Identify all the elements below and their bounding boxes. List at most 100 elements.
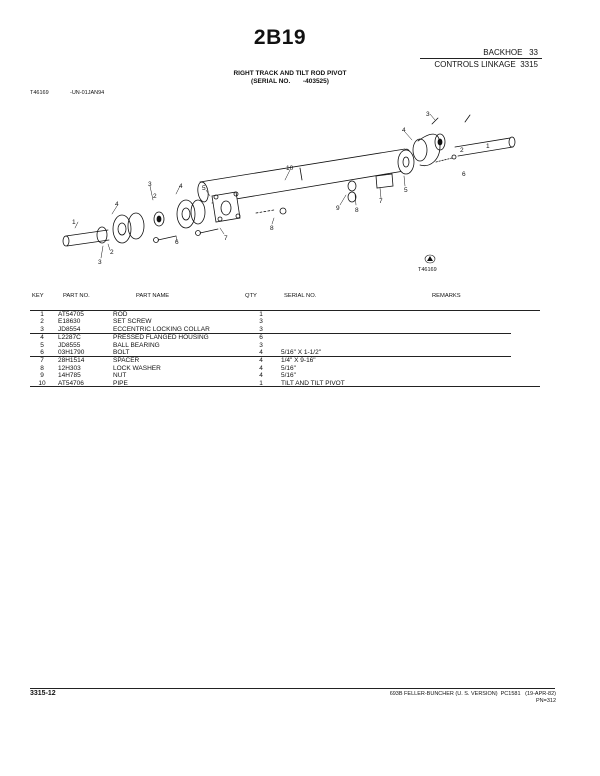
row-part-no: AT54706 — [58, 379, 84, 387]
svg-text:2: 2 — [153, 193, 157, 200]
pipe-part — [197, 148, 413, 204]
svg-text:6: 6 — [462, 171, 466, 178]
svg-text:3: 3 — [426, 111, 430, 118]
row-key: 10 — [38, 379, 46, 387]
table-row: 9 14H785 NUT 4 5/16" — [30, 372, 511, 379]
bolt-parts — [153, 207, 287, 243]
row-remarks: 5/16" — [281, 364, 296, 372]
figure-date-code: -UN-01JAN94 — [70, 90, 105, 96]
page-title: 2B19 — [253, 26, 307, 49]
svg-text:8: 8 — [355, 207, 359, 214]
row-part-no: JD8555 — [58, 341, 81, 349]
row-part-name: BOLT — [113, 349, 130, 357]
row-remarks: 5/16" — [281, 372, 296, 380]
row-part-no: 03H1790 — [58, 349, 85, 357]
row-key: 5 — [40, 341, 44, 349]
svg-text:10: 10 — [286, 165, 294, 172]
footer-date: (19-APR-82) — [525, 691, 556, 697]
col-header-qty: QTY — [245, 293, 257, 299]
svg-text:6: 6 — [175, 239, 179, 246]
row-part-no: 14H785 — [58, 372, 81, 380]
footer-info: 693B FELLER-BUNCHER (U. S. VERSION) PC15… — [390, 691, 556, 704]
bearing-group-left — [96, 211, 165, 244]
figure-id-corner: T46169 — [418, 267, 437, 273]
row-part-no: L2287C — [54, 333, 113, 342]
table-bottom-rule — [30, 386, 540, 387]
svg-text:5: 5 — [404, 187, 408, 194]
svg-text:3: 3 — [98, 259, 102, 266]
row-part-no: E18630 — [58, 318, 81, 326]
callout-numbers: 1 4 3 2 3 2 4 6 7 5 10 8 9 8 7 5 4 3 2 6… — [72, 111, 490, 266]
row-key: 3 — [40, 325, 44, 333]
row-part-name: SPACER — [113, 356, 243, 365]
exploded-parts-diagram: 1 4 3 2 3 2 4 6 7 5 10 8 9 8 7 5 4 3 2 6… — [62, 111, 516, 266]
col-header-remarks: REMARKS — [432, 293, 461, 299]
row-key: 8 — [40, 364, 44, 372]
row-remarks: 1/4" X 9-16" — [279, 356, 511, 365]
col-header-part-name: PART NAME — [136, 293, 170, 299]
callout-leader-lines — [74, 113, 436, 259]
row-part-name: NUT — [113, 372, 127, 380]
footer-print-code: PN=312 — [535, 697, 556, 704]
row-qty: 3 — [259, 325, 263, 333]
row-remarks — [279, 342, 511, 349]
row-remarks — [279, 333, 511, 342]
svg-text:3: 3 — [148, 181, 152, 188]
svg-text:4: 4 — [402, 127, 406, 134]
row-key: 9 — [40, 372, 44, 380]
row-part-name: ROD — [113, 311, 128, 318]
section-page: 33 — [529, 48, 538, 57]
row-part-name: PIPE — [113, 379, 128, 387]
row-key: 6 — [40, 349, 44, 357]
row-part-name: LOCK WASHER — [113, 364, 161, 372]
col-header-part-no: PART NO. — [63, 293, 90, 299]
row-part-no: 12H303 — [58, 364, 81, 372]
table-row: 7 28H1514 SPACER 4 1/4" X 9-16" — [30, 356, 511, 365]
rod-part-left — [62, 229, 110, 247]
row-qty: 3 — [259, 341, 263, 349]
row-part-no: JD8554 — [58, 325, 81, 333]
svg-text:8: 8 — [270, 225, 274, 232]
deere-logo-icon — [424, 254, 436, 264]
svg-text:4: 4 — [179, 183, 183, 190]
section-header: BACKHOE 33 — [483, 48, 538, 57]
bearing-group-middle — [176, 191, 241, 229]
col-header-key: KEY — [32, 293, 44, 299]
table-row: 2 E18630 SET SCREW 3 — [30, 318, 511, 325]
bearing-group-right — [347, 117, 457, 203]
table-row: 5 JD8555 BALL BEARING 3 — [30, 342, 511, 349]
row-key: 2 — [40, 318, 44, 326]
row-key: 7 — [30, 356, 54, 365]
col-header-serial-no: SERIAL NO. — [284, 293, 317, 299]
subtitle-line-2: (SERIAL NO. -403525) — [251, 78, 329, 85]
row-part-no: AT54705 — [58, 311, 84, 318]
row-part-name: SET SCREW — [113, 318, 152, 326]
row-key: 1 — [40, 311, 44, 318]
row-part-name: BALL BEARING — [113, 341, 160, 349]
svg-text:7: 7 — [379, 198, 383, 205]
row-part-name: PRESSED FLANGED HOUSING — [113, 333, 243, 342]
row-qty: 6 — [243, 333, 279, 342]
row-qty: 1 — [259, 379, 263, 387]
svg-text:2: 2 — [110, 249, 114, 256]
table-row: 6 03H1790 BOLT 4 5/16" X 1-1/2" — [30, 349, 511, 357]
footer-rule — [30, 688, 555, 689]
row-remarks — [279, 311, 511, 318]
group-header: CONTROLS LINKAGE 3315 — [434, 60, 538, 69]
row-part-no: 28H1514 — [54, 356, 113, 365]
row-key: 4 — [30, 333, 54, 342]
table-row: 4 L2287C PRESSED FLANGED HOUSING 6 — [30, 333, 511, 342]
svg-text:1: 1 — [486, 143, 490, 150]
row-qty: 4 — [259, 364, 263, 372]
table-row: 10 AT54706 PIPE 1 TILT AND TILT PIVOT — [30, 380, 511, 387]
footer-catalog: PC1581 — [500, 691, 521, 697]
section-name: BACKHOE — [483, 48, 523, 57]
table-row: 3 JD8554 ECCENTRIC LOCKING COLLAR 3 — [30, 326, 511, 334]
svg-text:1: 1 — [72, 219, 76, 226]
rod-part-right — [454, 114, 516, 157]
table-row: 1 AT54705 ROD 1 — [30, 311, 511, 318]
row-remarks — [279, 326, 511, 334]
row-qty: 4 — [243, 356, 279, 365]
row-qty: 1 — [259, 311, 263, 318]
row-remarks — [279, 318, 511, 325]
